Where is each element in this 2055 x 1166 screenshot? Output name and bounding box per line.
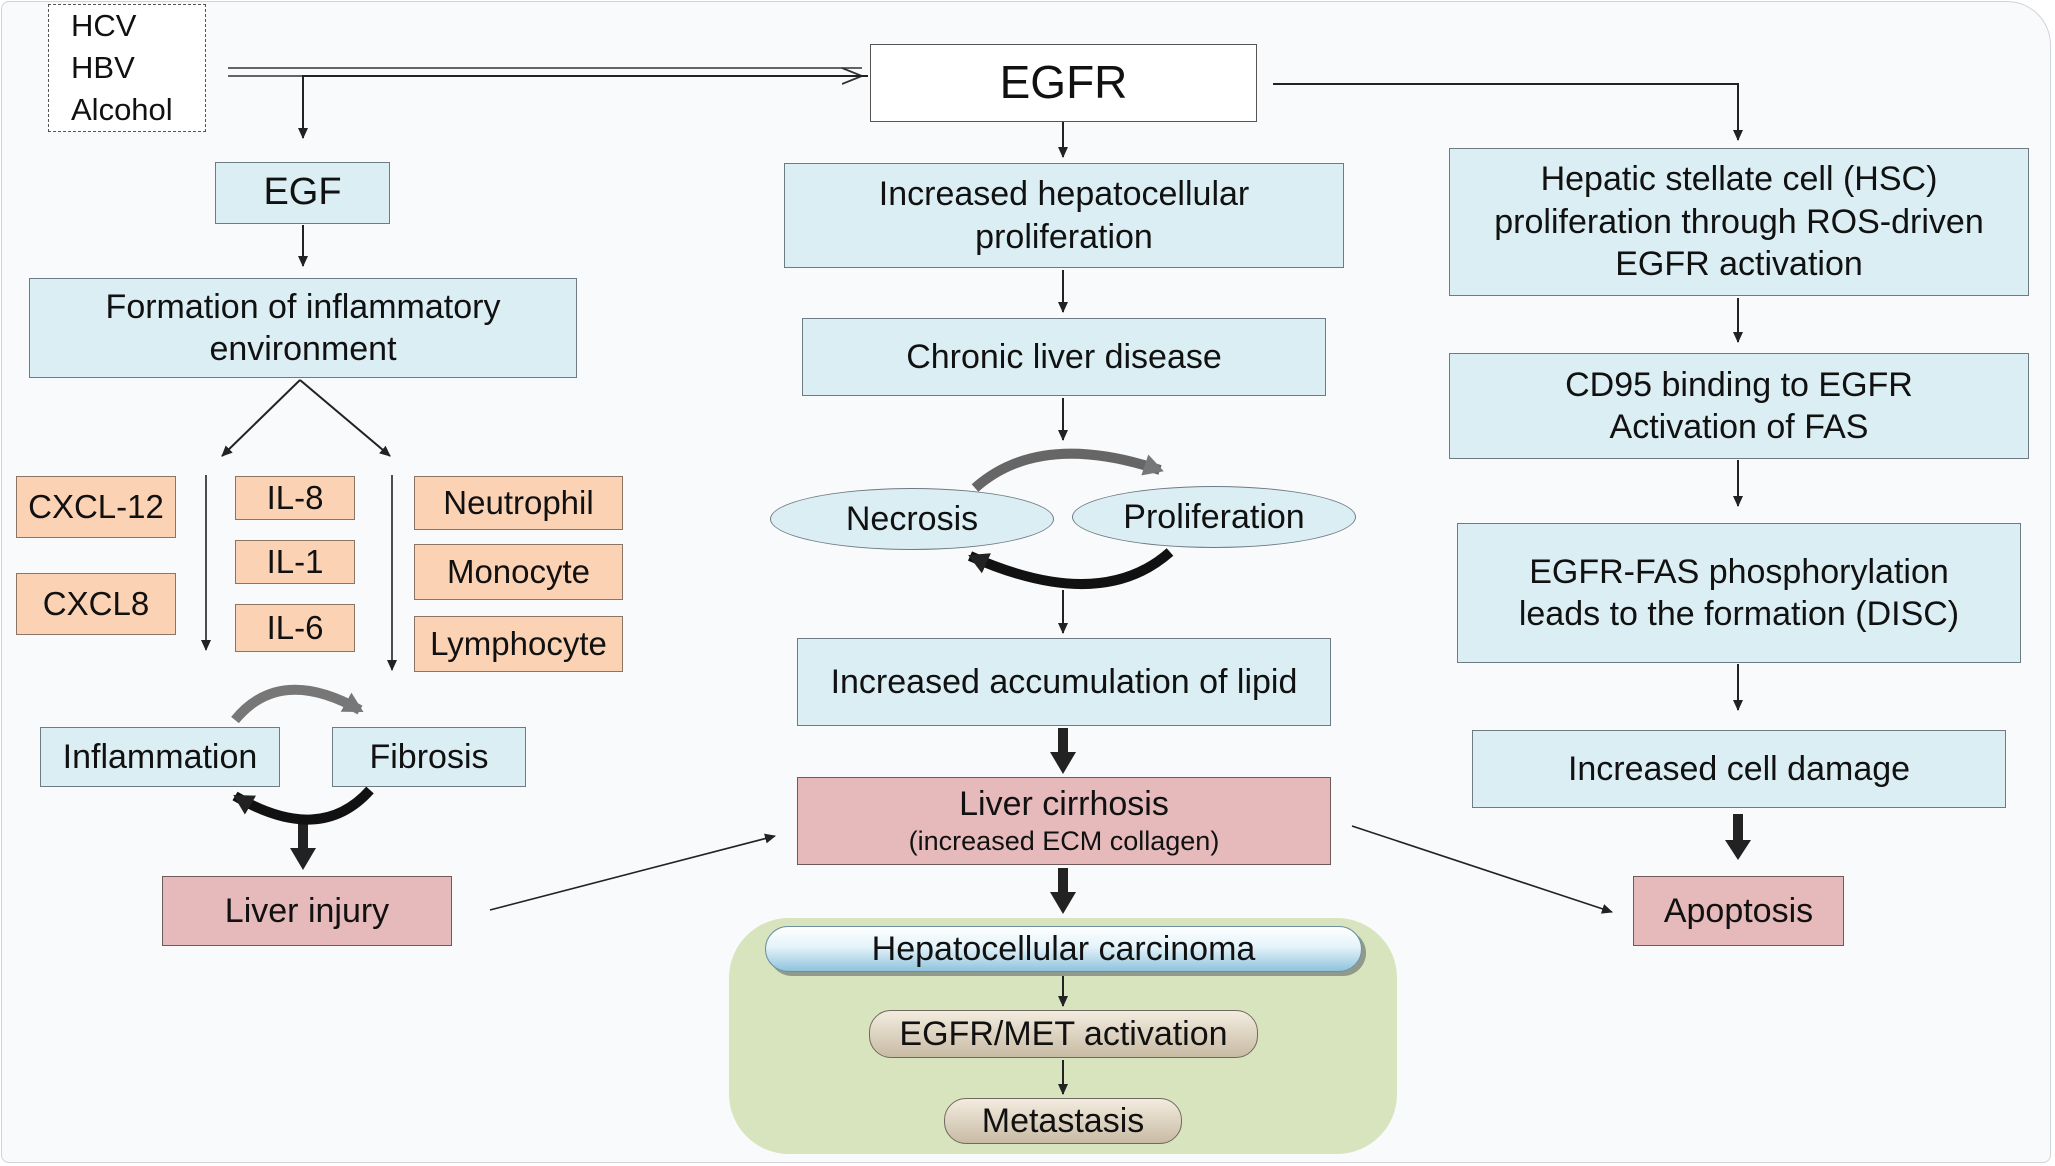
inflammatory-line2: environment [209,330,397,368]
inflammation-label: Inflammation [62,737,258,776]
lymphocyte-label: Lymphocyte [430,625,607,663]
egfr-met-label: EGFR/MET activation [899,1014,1228,1053]
egf-box: EGF [215,162,390,224]
lipid-accumulation-label: Increased accumulation of lipid [830,662,1298,701]
apoptosis-label: Apoptosis [1663,891,1814,930]
arrow-injury-to-cirrhosis [489,833,776,911]
arrow-cirrhosis-to-apoptosis [1351,825,1613,914]
risk-factor-hbv: HBV [71,50,135,86]
cxcl8-box: CXCL8 [16,573,176,635]
cd95-line1: CD95 binding to EGFR [1565,365,1913,404]
hsc-box: Hepatic stellate cell (HSC) proliferatio… [1449,148,2029,296]
inflammation-box: Inflammation [40,727,280,787]
inflammatory-environment-box: Formation of inflammatory environment [29,278,577,378]
cell-damage-label: Increased cell damage [1567,749,1911,788]
il6-box: IL-6 [235,604,355,652]
metastasis-box: Metastasis [944,1098,1182,1144]
hsc-line3: EGFR activation [1615,245,1863,284]
risk-factor-hcv: HCV [71,8,137,44]
liver-injury-box: Liver injury [162,876,452,946]
chronic-liver-disease-label: Chronic liver disease [906,337,1222,376]
chronic-liver-disease-box: Chronic liver disease [802,318,1326,396]
proliferation-line2: proliferation [975,217,1153,256]
il6-label: IL-6 [266,609,324,647]
egfr-box: EGFR [870,44,1257,122]
proliferation-oval: Proliferation [1072,486,1356,548]
thick-arrow-cirrhosis-to-hcc [1050,868,1076,914]
cxcl8-label: CXCL8 [42,585,150,623]
thick-arrow-damage-to-apoptosis [1725,814,1751,860]
hsc-line2: proliferation through ROS-driven [1494,202,1984,241]
liver-injury-label: Liver injury [224,891,390,930]
fibrosis-label: Fibrosis [369,737,489,776]
disc-line2: leads to the formation (DISC) [1518,595,1960,633]
risk-factor-alcohol: Alcohol [71,91,173,127]
cycle-arrow-left-top [231,684,364,724]
hsc-line1: Hepatic stellate cell (HSC) [1540,160,1938,199]
metastasis-label: Metastasis [981,1101,1145,1140]
inflammatory-line1: Formation of inflammatory [105,287,501,326]
proliferation-line1: Increased hepatocellular [878,175,1250,213]
hcc-box: Hepatocellular carcinoma [765,926,1362,972]
egfr-label: EGFR [999,56,1128,109]
cell-damage-box: Increased cell damage [1472,730,2006,808]
il8-box: IL-8 [235,476,355,520]
cycle-arrow-top [971,448,1164,492]
lipid-accumulation-box: Increased accumulation of lipid [797,638,1331,726]
apoptosis-box: Apoptosis [1633,876,1844,946]
arrow-egfr-to-egf [298,75,868,139]
cxcl12-box: CXCL-12 [16,476,176,538]
cycle-arrow-left-bottom [232,786,374,825]
il8-label: IL-8 [266,479,324,517]
il1-label: IL-1 [266,543,324,581]
cxcl12-label: CXCL-12 [28,488,164,526]
monocyte-box: Monocyte [414,544,623,600]
fibrosis-box: Fibrosis [332,727,526,787]
thick-arrow-cycle-to-injury [290,822,316,870]
necrosis-oval: Necrosis [770,488,1054,550]
liver-cirrhosis-box: Liver cirrhosis (increased ECM collagen) [797,777,1331,865]
disc-box: EGFR-FAS phosphorylation leads to the fo… [1457,523,2021,663]
disc-line1: EGFR-FAS phosphorylation [1529,552,1949,591]
monocyte-label: Monocyte [446,553,591,591]
necrosis-label: Necrosis [845,499,979,538]
cd95-box: CD95 binding to EGFR Activation of FAS [1449,353,2029,459]
il1-box: IL-1 [235,540,355,584]
risk-factors-box: HCV HBV Alcohol [48,4,206,132]
neutrophil-box: Neutrophil [414,476,623,530]
neutrophil-label: Neutrophil [443,484,594,522]
cycle-arrow-bottom [967,548,1174,589]
lymphocyte-box: Lymphocyte [414,616,623,672]
arrow-egfr-to-hsc [1273,83,1743,141]
hepatocellular-proliferation-box: Increased hepatocellular proliferation [784,163,1344,268]
proliferation-label: Proliferation [1123,497,1305,536]
liver-cirrhosis-label: Liver cirrhosis [959,785,1169,824]
egf-label: EGF [263,171,342,214]
egfr-met-box: EGFR/MET activation [869,1010,1258,1058]
hcc-label: Hepatocellular carcinoma [871,929,1256,968]
arrow-inflammatory-left [221,379,301,457]
cd95-line2: Activation of FAS [1609,408,1869,446]
liver-cirrhosis-sublabel: (increased ECM collagen) [908,826,1220,857]
arrow-inflammatory-right [299,379,391,457]
thick-arrow-lipid-to-cirrhosis [1050,728,1076,774]
